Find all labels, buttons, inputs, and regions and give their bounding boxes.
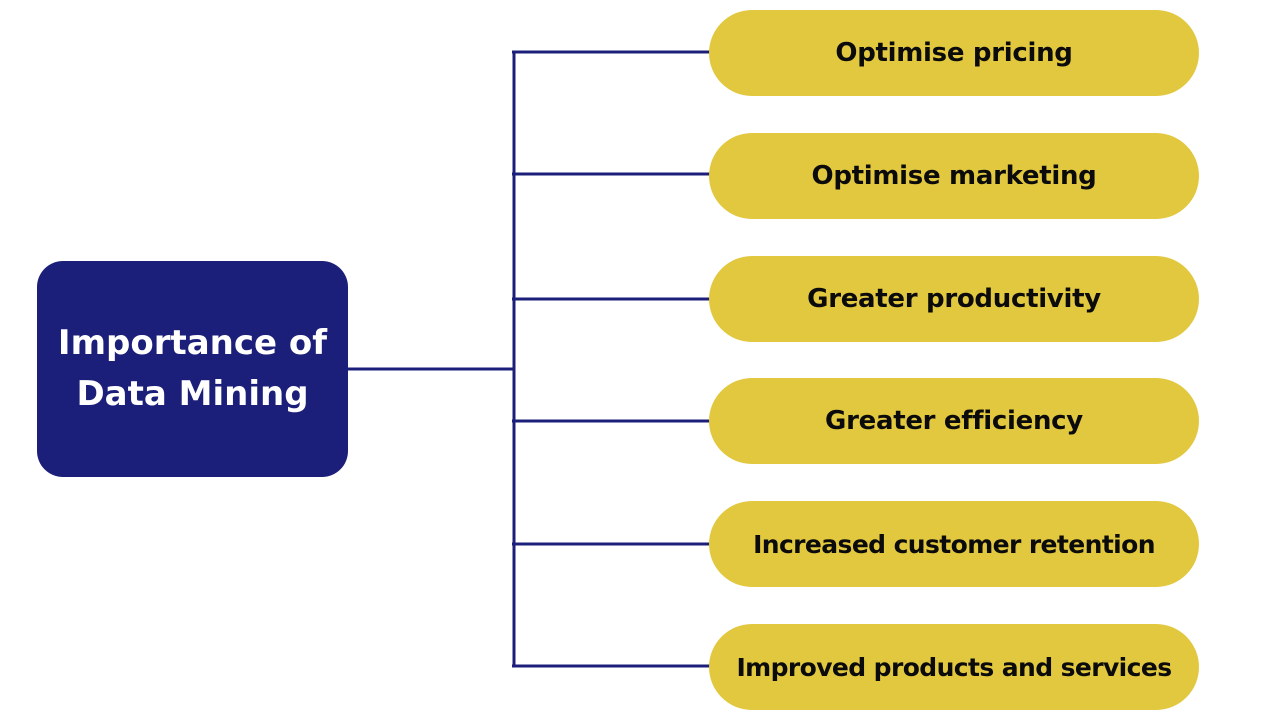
branch-node-6: Improved products and services	[709, 624, 1199, 710]
branch-node-label: Increased customer retention	[753, 529, 1155, 559]
branch-node-2: Optimise marketing	[709, 133, 1199, 219]
branch-node-label: Optimise marketing	[811, 161, 1097, 191]
branch-node-3: Greater productivity	[709, 256, 1199, 342]
branch-node-label: Greater efficiency	[825, 406, 1083, 436]
branch-node-5: Increased customer retention	[709, 501, 1199, 587]
branch-node-1: Optimise pricing	[709, 10, 1199, 96]
root-node: Importance of Data Mining	[37, 261, 348, 477]
root-node-label: Importance of Data Mining	[57, 323, 328, 414]
branch-node-label: Optimise pricing	[835, 38, 1073, 68]
branch-node-label: Greater productivity	[807, 284, 1101, 314]
branch-node-4: Greater efficiency	[709, 378, 1199, 464]
branch-node-label: Improved products and services	[736, 652, 1172, 682]
